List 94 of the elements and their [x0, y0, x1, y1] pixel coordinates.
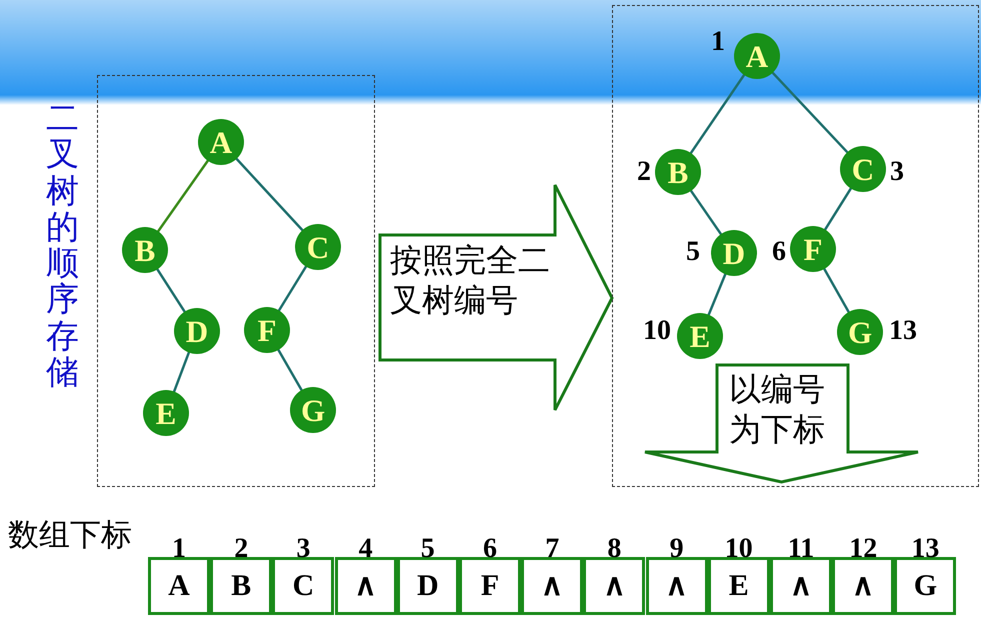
row-label: 数组下标 [8, 516, 132, 555]
index-number: 5 [420, 535, 435, 563]
tree-node [295, 224, 341, 270]
tree-branch [277, 265, 308, 312]
index-number: 7 [545, 535, 560, 563]
vertical-title: 二叉树的顺序存储 [46, 100, 79, 390]
array-cell [832, 557, 894, 615]
node-letter: B [134, 234, 156, 266]
node-letter: A [746, 40, 768, 72]
tree-node [677, 313, 723, 359]
tree-branch [689, 73, 746, 155]
dashed-frame [97, 75, 375, 487]
node-letter: E [690, 320, 710, 352]
array-cell [708, 557, 770, 615]
node-letter: D [722, 238, 746, 268]
array-cell [334, 557, 397, 615]
array-cell [272, 557, 334, 615]
node-letter: E [156, 398, 176, 428]
tree-node [840, 146, 886, 192]
node-letter: F [258, 314, 276, 346]
index-number: 10 [724, 535, 753, 563]
tree-node [244, 307, 290, 353]
array-cell [459, 557, 521, 615]
index-number: 6 [772, 238, 786, 266]
index-number: 1 [711, 28, 725, 56]
tree-branch [824, 187, 852, 231]
node-letter: C [306, 232, 330, 262]
array-cell [770, 557, 832, 615]
index-number: 4 [358, 535, 373, 563]
cell-value: ∧ [790, 571, 812, 601]
index-number: 2 [234, 535, 248, 563]
array-cell [583, 557, 646, 615]
cell-value: G [914, 571, 938, 601]
index-number: 10 [643, 317, 671, 345]
tree-branch [156, 268, 186, 314]
tree-node [290, 387, 336, 433]
block-arrow [378, 184, 614, 412]
index-number: 13 [911, 535, 940, 563]
array-cell [646, 557, 708, 615]
index-number: 1 [172, 535, 186, 563]
node-letter: C [852, 154, 874, 184]
array-cell [148, 557, 210, 615]
index-number: 11 [788, 535, 814, 563]
array-cell [396, 557, 459, 615]
index-number: 12 [849, 535, 878, 563]
index-number: 3 [296, 535, 310, 563]
arrow-text: 按照完全二叉树编号 [390, 240, 551, 320]
array-cell [894, 557, 956, 615]
cell-value: ∧ [852, 571, 874, 601]
tree-node [655, 149, 701, 195]
node-letter: G [848, 316, 872, 348]
tree-node [143, 390, 189, 436]
arrow-text: 以编号为下标 [729, 369, 826, 449]
cell-value: ∧ [666, 571, 688, 601]
tree-node [790, 226, 836, 272]
tree-node [711, 230, 757, 276]
index-number: 5 [686, 238, 700, 266]
cell-value: ∧ [541, 571, 564, 601]
tree-branch [707, 272, 727, 316]
node-letter: B [668, 156, 688, 188]
cell-value: ∧ [354, 571, 377, 601]
tree-node [122, 227, 168, 273]
node-letter: G [300, 394, 326, 426]
array-cell [521, 557, 584, 615]
node-letter: F [804, 234, 822, 264]
index-number: 9 [670, 535, 684, 563]
cell-value: A [168, 571, 190, 601]
index-number: 3 [890, 158, 904, 186]
tree-node [837, 309, 883, 355]
cell-value: B [231, 571, 252, 601]
cell-value: F [480, 571, 500, 601]
index-number: 8 [607, 535, 622, 563]
tree-branch [771, 71, 849, 154]
cell-value: D [416, 571, 439, 601]
tree-branch [235, 157, 304, 232]
cell-value: E [728, 571, 749, 601]
tree-branch [276, 348, 304, 392]
tree-branch [822, 268, 850, 314]
tree-node [198, 119, 244, 165]
node-letter: D [186, 316, 208, 346]
index-number: 13 [889, 317, 917, 345]
tree-branch [172, 351, 190, 393]
tree-node [174, 308, 220, 354]
array-cell [210, 557, 272, 615]
index-number: 2 [637, 158, 651, 186]
tree-branch [156, 159, 210, 233]
dashed-frame [612, 5, 979, 487]
block-arrow [643, 363, 920, 484]
node-letter: A [210, 126, 232, 158]
index-number: 6 [483, 535, 497, 563]
cell-value: ∧ [603, 571, 626, 601]
tree-node [734, 33, 780, 79]
cell-value: C [292, 571, 314, 601]
tree-branch [689, 189, 723, 236]
